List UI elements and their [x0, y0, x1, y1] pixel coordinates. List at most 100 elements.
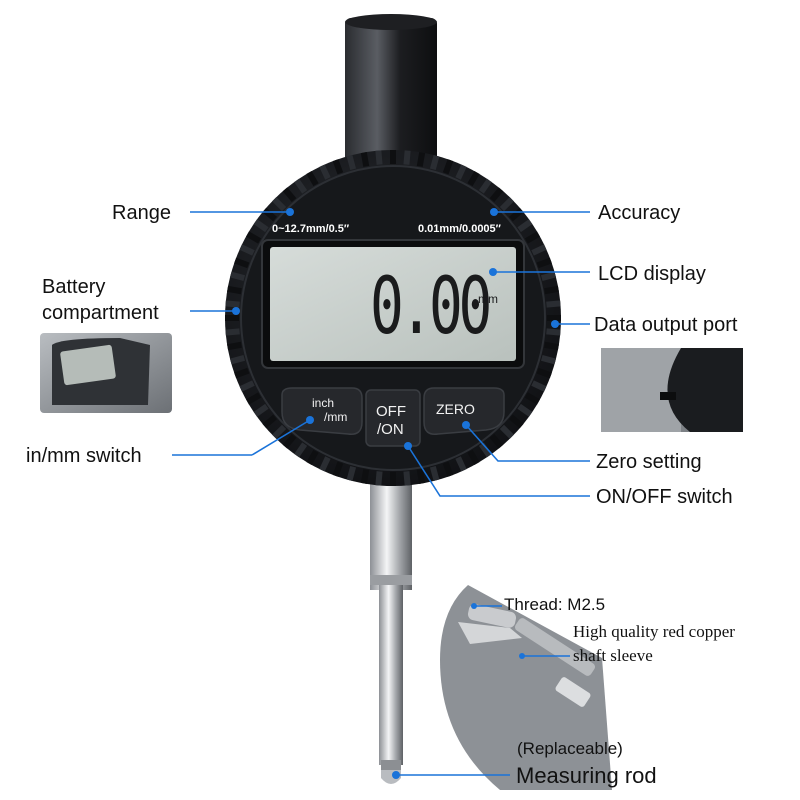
label-zero-setting: Zero setting [596, 451, 702, 473]
grip-ridge [227, 285, 242, 295]
rod-closeup-photo [440, 585, 612, 790]
grip-ridge [225, 328, 240, 336]
grip-ridge [332, 159, 344, 175]
grip-ridge [536, 367, 552, 379]
grip-ridge [455, 456, 467, 472]
label-measuring-rod: Measuring rod [516, 763, 657, 788]
range-print: 0~12.7mm/0.5″ [272, 223, 350, 235]
label-copper-line2: shaft sleeve [573, 646, 653, 665]
grip-ridge [234, 367, 250, 379]
grip-ridge [229, 354, 246, 365]
grip-ridge [346, 154, 357, 171]
grip-ridge [319, 164, 331, 180]
grip-ridge [282, 187, 297, 202]
grip-ridge [282, 434, 297, 449]
grip-ridge [390, 472, 396, 486]
grip-ridge [403, 471, 411, 486]
grip-ridge [478, 442, 492, 458]
mm-button-label: /mm [324, 410, 348, 424]
grip-ridge [455, 164, 467, 180]
grip-ridge [509, 414, 524, 429]
grip-ridge [478, 178, 492, 194]
grip-ridge [536, 257, 552, 269]
inch-mm-button-shape [281, 387, 363, 435]
off-on-button-shape [365, 389, 421, 447]
lcd-reading: 0.00 [370, 262, 492, 352]
grip-ridge [499, 197, 514, 212]
grip-ridge [375, 150, 383, 165]
lcd-screen [270, 247, 516, 361]
zero-button-label: ZERO [436, 401, 475, 417]
grip-ridge [546, 300, 561, 308]
label-data-output-port: Data output port [594, 314, 738, 336]
grip-ridge [390, 150, 396, 164]
off-button-label: OFF [376, 403, 406, 420]
grip-ridge [489, 187, 504, 202]
grip-ridge [239, 380, 255, 392]
label-range: Range [112, 202, 171, 224]
grip-ridge [489, 434, 504, 449]
grip-ridge [416, 152, 426, 167]
lcd-unit: mm [478, 292, 498, 306]
grip-ridge [227, 341, 242, 351]
grip-ridge [544, 285, 559, 295]
label-replaceable: (Replaceable) [517, 739, 623, 758]
grip-ridge [306, 449, 319, 465]
grip-ridge [262, 414, 277, 429]
label-battery-line2: compartment [42, 302, 159, 324]
grip-ridge [524, 231, 540, 244]
grip-ridge [332, 461, 344, 477]
label-in-mm-switch: in/mm switch [26, 445, 142, 467]
grip-ridge [225, 315, 239, 321]
label-thread: Thread: M2.5 [504, 595, 606, 614]
grip-ridge [499, 424, 514, 439]
grip-ridge [546, 328, 561, 336]
grip-ridge [229, 271, 246, 282]
grip-ridge [225, 300, 240, 308]
data-port-photo [601, 348, 743, 432]
grip-ridge [524, 392, 540, 405]
grip-ridge [442, 461, 454, 477]
grip-ridge [442, 159, 454, 175]
grip-ridge [467, 449, 480, 465]
grip-ridge [272, 197, 287, 212]
grip-ridge [540, 271, 557, 282]
label-lcd-display: LCD display [598, 263, 706, 285]
grip-ridge [403, 150, 411, 165]
top-stem [345, 18, 437, 168]
on-button-label: /ON [377, 421, 404, 438]
grip-ridge [234, 257, 250, 269]
grip-ridge [319, 456, 331, 472]
grip-ridge [517, 403, 533, 417]
grip-ridge [531, 244, 547, 256]
grip-ridge [306, 171, 319, 187]
grip-ridge [346, 465, 357, 482]
grip-ridge [253, 219, 269, 233]
grip-ridge [360, 152, 370, 167]
grip-ridge [294, 178, 308, 194]
grip-ridge [262, 207, 277, 222]
grip-ridge [509, 207, 524, 222]
accuracy-print: 0.01mm/0.0005″ [418, 223, 501, 235]
inch-button-label: inch [312, 396, 335, 410]
bezel-grip [225, 150, 561, 486]
leader-lines [172, 211, 590, 776]
grip-ridge [294, 442, 308, 458]
grip-ridge [517, 219, 533, 233]
grip-ridge [239, 244, 255, 256]
zero-button-shape [423, 387, 505, 435]
grip-ridge [547, 315, 561, 321]
label-on-off-switch: ON/OFF switch [596, 486, 733, 508]
grip-ridge [429, 154, 440, 171]
battery-compartment-photo [40, 333, 172, 413]
grip-ridge [253, 403, 269, 417]
grip-ridge [531, 380, 547, 392]
label-battery-line1: Battery [42, 276, 106, 298]
grip-ridge [360, 469, 370, 484]
grip-ridge [416, 469, 426, 484]
grip-ridge [544, 341, 559, 351]
grip-ridge [246, 392, 262, 405]
grip-ridge [429, 465, 440, 482]
